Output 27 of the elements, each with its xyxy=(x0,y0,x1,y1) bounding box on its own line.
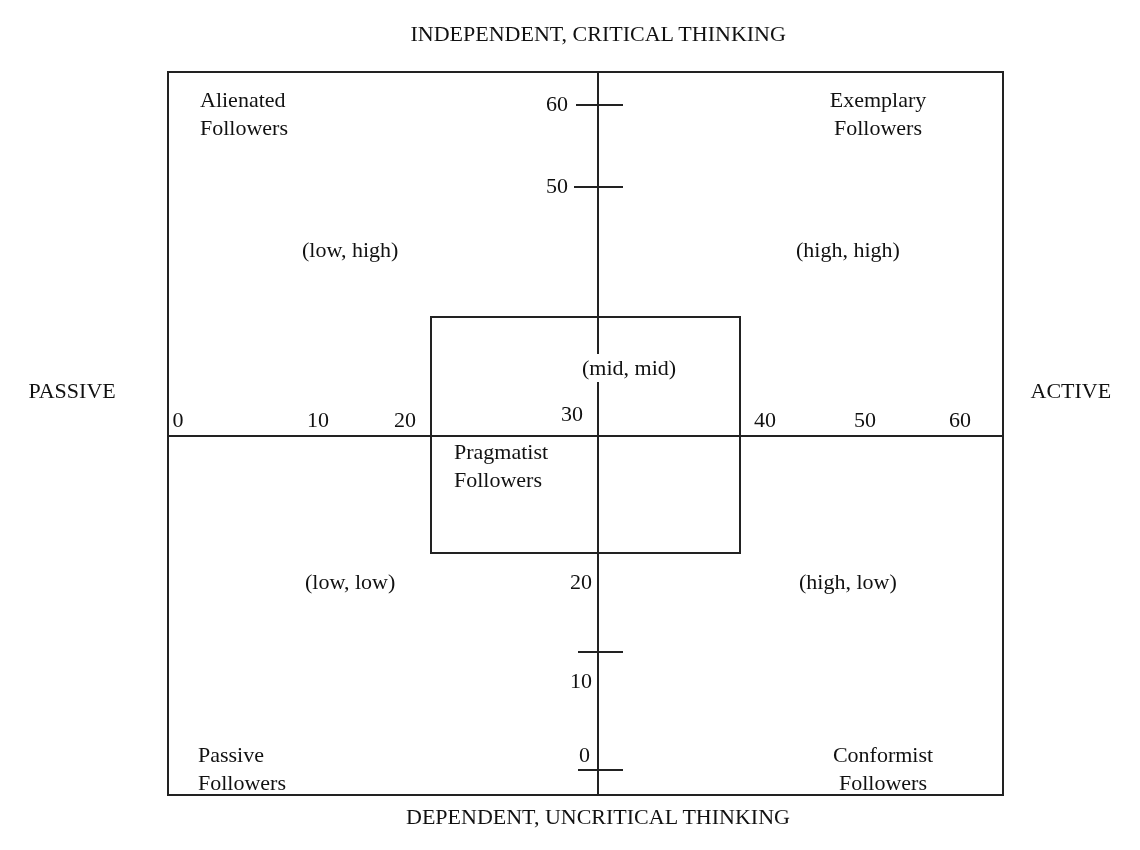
axis-title: PASSIVE xyxy=(28,377,116,405)
axis-title: ACTIVE xyxy=(1030,377,1112,405)
quadrant-label: Conformist Followers xyxy=(831,741,935,796)
coordinate-label: (high, high) xyxy=(796,236,900,264)
quadrant-label: Exemplary Followers xyxy=(828,86,928,141)
box-label: Pragmatist Followers xyxy=(454,438,550,493)
axis-tick-label: 0 xyxy=(172,406,184,434)
axis-tick-label: 10 xyxy=(307,406,329,434)
axis-tick-label: 60 xyxy=(546,90,568,118)
coordinate-label: (mid, mid) xyxy=(582,354,677,382)
axis-tick-label: 10 xyxy=(570,667,592,695)
quadrant-label: Passive Followers xyxy=(198,741,287,796)
axis-tick-label: 20 xyxy=(394,406,416,434)
coordinate-label: (high, low) xyxy=(799,568,897,596)
axis-tick-label: 60 xyxy=(949,406,971,434)
axis-title: INDEPENDENT, CRITICAL THINKING xyxy=(410,20,786,48)
coordinate-label: (low, high) xyxy=(302,236,399,264)
axis-title: DEPENDENT, UNCRITICAL THINKING xyxy=(406,803,790,831)
axis-tick-label: 20 xyxy=(570,568,592,596)
quadrant-label: Alienated Followers xyxy=(200,86,289,141)
axis-tick-label: 40 xyxy=(754,406,776,434)
axis-tick-label: 0 xyxy=(579,741,590,769)
quadrant-box xyxy=(430,316,741,554)
axis-tick-label: 50 xyxy=(546,172,568,200)
axis-tick-label: 30 xyxy=(561,400,583,428)
axis-tick-label: 50 xyxy=(854,406,876,434)
coordinate-label: (low, low) xyxy=(305,568,396,596)
